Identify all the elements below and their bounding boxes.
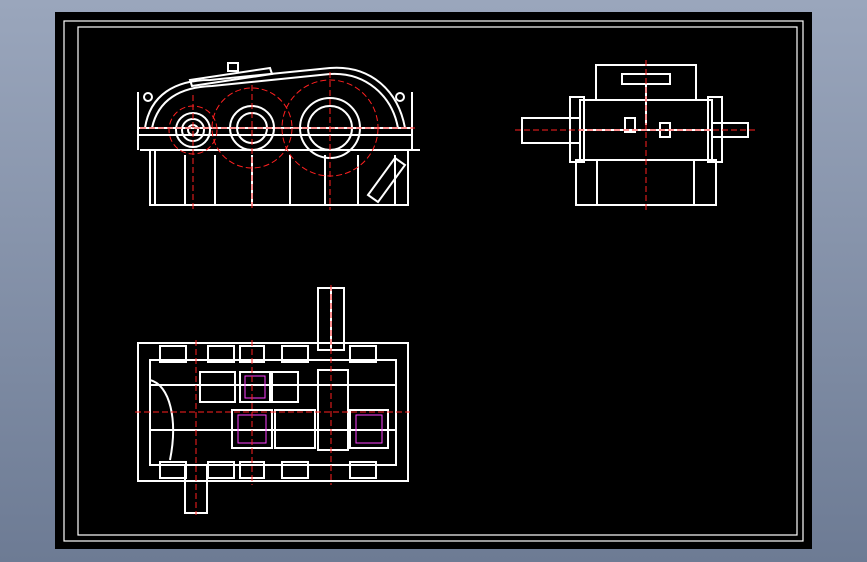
drawing-frame [63,20,804,542]
front-view [137,62,420,210]
side-view [515,60,755,210]
gearbox-drawing [63,20,804,542]
cad-viewport[interactable] [55,12,812,549]
top-section-view [135,285,410,515]
